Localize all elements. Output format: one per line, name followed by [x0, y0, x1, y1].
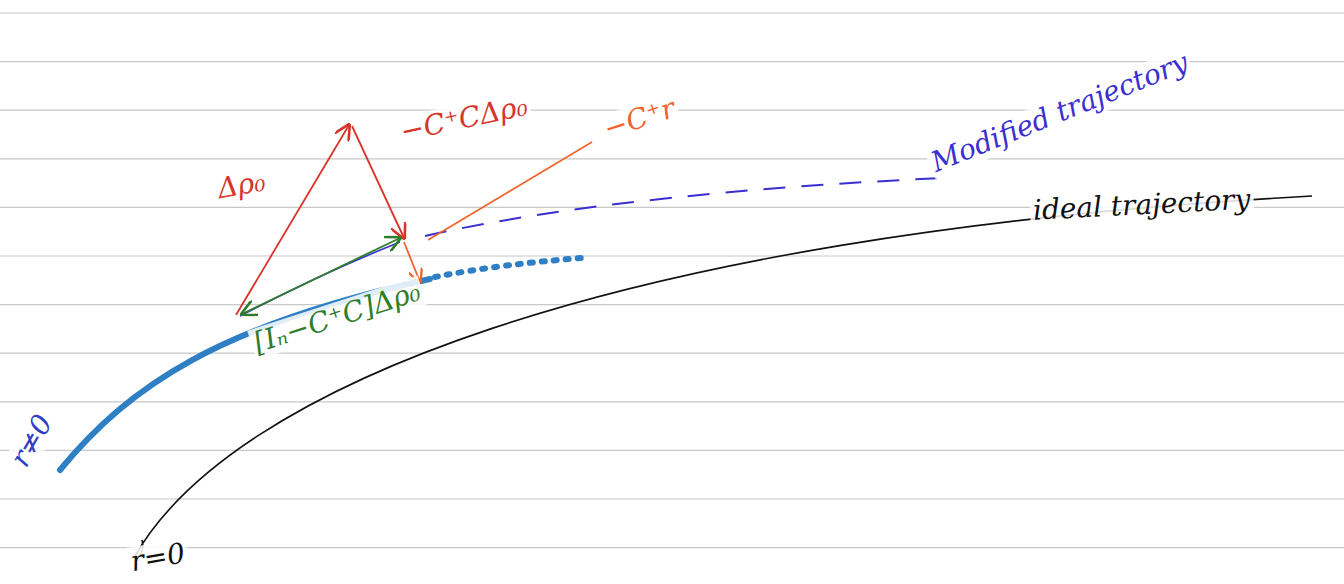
- actual-trajectory-continuation: [435, 258, 582, 277]
- modified-trajectory-dashed: [425, 178, 945, 236]
- condition-label: r≠0: [4, 407, 61, 475]
- trajectory-label: Modified trajectory: [924, 46, 1195, 179]
- projection-arrow: [352, 126, 404, 238]
- ruled-line: [0, 158, 1344, 159]
- ruled-line: [0, 547, 1344, 548]
- vector-label: −C⁺r: [597, 92, 682, 146]
- trajectory-label: ideal trajectory: [1029, 184, 1254, 226]
- vector-label: Δρ₀: [212, 166, 270, 206]
- ruled-line: [0, 12, 1344, 13]
- ideal-trajectory-curve: [135, 196, 1312, 557]
- delta-arrow: [236, 125, 349, 315]
- ruled-line: [0, 498, 1344, 499]
- vector-label: −C⁺CΔρ₀: [395, 90, 533, 148]
- ruled-line: [0, 450, 1344, 451]
- ruled-line: [0, 304, 1344, 305]
- ruled-lines: [0, 13, 1344, 548]
- residual-leader: [428, 142, 592, 240]
- ruled-line: [0, 255, 1344, 256]
- ruled-line: [0, 401, 1344, 402]
- condition-label: r=0: [125, 538, 190, 579]
- vector-label: [Iₙ−C⁺C]Δρ₀: [247, 275, 427, 360]
